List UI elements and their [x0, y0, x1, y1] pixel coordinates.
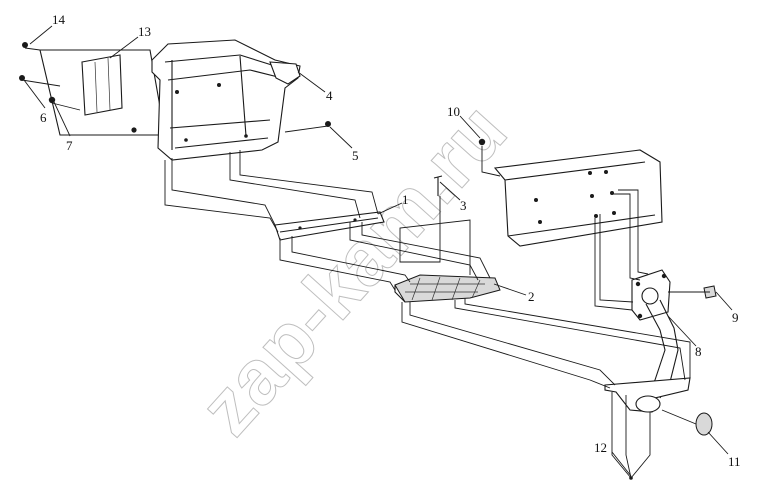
step-tread-2	[394, 274, 501, 303]
callout-13: 13	[138, 24, 151, 39]
callout-4: 4	[326, 88, 333, 103]
assembly-guide-lines	[21, 47, 710, 479]
cap-11	[695, 412, 713, 436]
frame-rail	[493, 149, 663, 247]
callout-6: 6	[40, 110, 47, 125]
callout-2: 2	[528, 289, 535, 304]
bolt-14	[22, 42, 28, 48]
callout-8: 8	[695, 344, 702, 359]
callout-10: 10	[447, 104, 460, 119]
bolt-small	[131, 127, 137, 133]
bolt-6	[19, 75, 25, 81]
step-housing-4	[151, 39, 301, 161]
nut-7	[48, 96, 56, 104]
bolt-3	[433, 175, 443, 196]
callout-3: 3	[460, 198, 467, 213]
callout-labels: 14 13 6 7 4 5 10 3 1 2 9 8 11 12	[40, 12, 741, 469]
bracket-plate-13	[39, 49, 166, 136]
hose-bracket-assembly-8	[604, 269, 691, 413]
nut-10	[478, 138, 486, 146]
callout-5: 5	[352, 148, 359, 163]
step-bracket-1	[274, 211, 385, 241]
callout-11: 11	[728, 454, 741, 469]
callout-1: 1	[402, 192, 409, 207]
bolt-5	[325, 121, 331, 127]
callout-14: 14	[52, 12, 66, 27]
callout-leaders	[23, 25, 733, 477]
callout-7: 7	[66, 138, 73, 153]
callout-9: 9	[732, 310, 739, 325]
callout-12: 12	[594, 440, 607, 455]
